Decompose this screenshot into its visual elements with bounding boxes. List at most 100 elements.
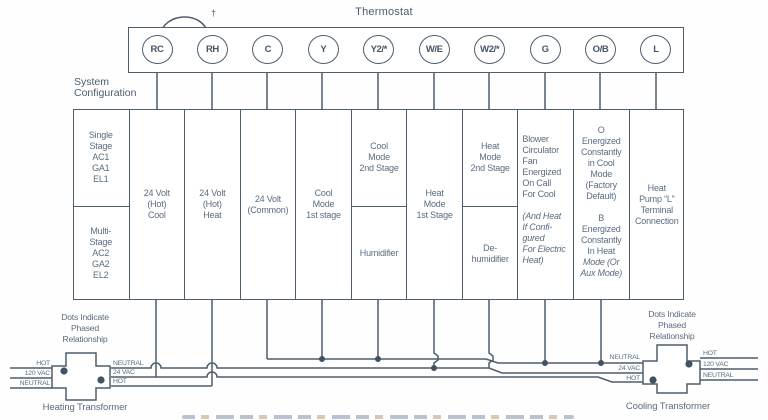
text-line: 24 Volt	[199, 188, 226, 198]
text-line: 24 Volt	[143, 188, 170, 198]
text-line: If Confi-	[522, 222, 553, 232]
terminal-g: G	[529, 34, 561, 64]
text-line: Cool	[147, 210, 166, 220]
terminal-y2: Y2/*	[363, 34, 395, 64]
text-line	[522, 200, 573, 211]
rc-to-cooling-hot-wire	[111, 371, 645, 383]
heating-transformer-symbol	[51, 352, 111, 401]
cell: 24 Volt(Common)	[241, 109, 296, 300]
text-line: 1st Stage	[416, 210, 453, 220]
text-line: gured	[522, 233, 545, 243]
cell-text: 24 Volt(Common)	[247, 194, 288, 216]
text-line: (Hot)	[147, 199, 167, 209]
cooling-120vac-label: 120 VAC	[703, 361, 729, 368]
heating-24vac-label: 24 VAC	[113, 369, 135, 376]
text-line: Heat	[481, 141, 500, 151]
text-line: Stage	[89, 237, 113, 247]
cooling-hot-label: HOT	[703, 350, 717, 357]
cooling-neutral-primary-label: NEUTRAL	[703, 372, 734, 379]
text-line: AC2	[92, 248, 110, 258]
configuration-table	[73, 109, 684, 300]
column-rc-function: 24 Volt(Hot)Cool	[128, 109, 185, 300]
text-line: GA1	[92, 163, 110, 173]
column-c-function: 24 Volt(Common)	[239, 109, 296, 300]
text-line: humidifier	[471, 253, 509, 264]
heating-primary-stubs	[10, 367, 52, 389]
cooling-transformer-symbol	[642, 344, 701, 394]
text-line: GA2	[92, 259, 110, 269]
text-line: Phased	[658, 320, 686, 330]
text-line: Cool	[370, 141, 388, 151]
terminal-rc: RC	[141, 34, 173, 64]
cooling-hot-secondary-label: HOT	[626, 375, 640, 382]
cooling-24vac-label: 24 VAC	[618, 365, 640, 372]
text-line: (Factory	[585, 180, 618, 190]
text-line: Energized	[581, 136, 621, 146]
text-line: 1st stage	[306, 210, 341, 220]
text-line: Mode	[312, 199, 335, 209]
cell: 24 Volt(Hot)Heat	[185, 109, 240, 300]
phasing-dots	[60, 360, 693, 384]
text-line: For Cool	[522, 189, 556, 199]
text-line: (Hot)	[202, 199, 222, 209]
diagram-title: Thermostat	[355, 6, 413, 18]
text-line: Terminal	[640, 204, 674, 215]
cell-text: 24 Volt(Hot)Cool	[144, 188, 170, 221]
text-line: AC1	[92, 152, 110, 162]
text-line: Relationship	[649, 331, 695, 341]
text-line: Dots Indicate	[61, 312, 109, 322]
text-line: Single	[88, 130, 113, 140]
text-line: Constantly	[580, 147, 622, 157]
heating-neutral-bus	[111, 362, 643, 374]
heating-hot-secondary-label: HOT	[113, 378, 127, 385]
text-line: Mode (Or	[583, 257, 620, 267]
terminal-c: C	[252, 34, 284, 64]
text-line: In Heat	[587, 246, 616, 256]
junction-dots	[319, 356, 604, 371]
heating-neutral-primary-label: NEUTRAL	[19, 380, 51, 387]
heating-hot-label: HOT	[36, 360, 50, 367]
terminal-rh: RH	[196, 34, 228, 64]
text-line: Heat	[203, 210, 222, 220]
cell-text: Humidifier	[360, 248, 399, 259]
text-line: Energized	[522, 167, 562, 177]
terminal-y: Y	[307, 34, 339, 64]
cooling-transformer-name: Cooling Transformer	[625, 401, 711, 412]
text-line: Circulator	[522, 145, 559, 155]
cell: Humidifier	[351, 206, 407, 300]
text-line: O	[597, 125, 605, 135]
terminal-we: W/E	[418, 34, 450, 64]
terminal-w2: W2/*	[474, 34, 506, 64]
cooling-neutral-label: NEUTRAL	[609, 354, 641, 361]
text-line: EL1	[93, 174, 109, 184]
text-line: De-	[483, 242, 498, 253]
text-line: Relationship	[62, 334, 108, 344]
text-line: Humidifier	[359, 248, 399, 258]
text-line: 2nd Stage	[359, 163, 399, 173]
column-rh-function: 24 Volt(Hot)Heat	[184, 109, 240, 300]
cooling-primary-stubs	[700, 357, 758, 381]
text-line: Heat)	[522, 255, 544, 265]
text-line: Mode	[590, 169, 613, 179]
text-line: B	[598, 213, 605, 223]
text-line: Heat	[647, 182, 666, 193]
